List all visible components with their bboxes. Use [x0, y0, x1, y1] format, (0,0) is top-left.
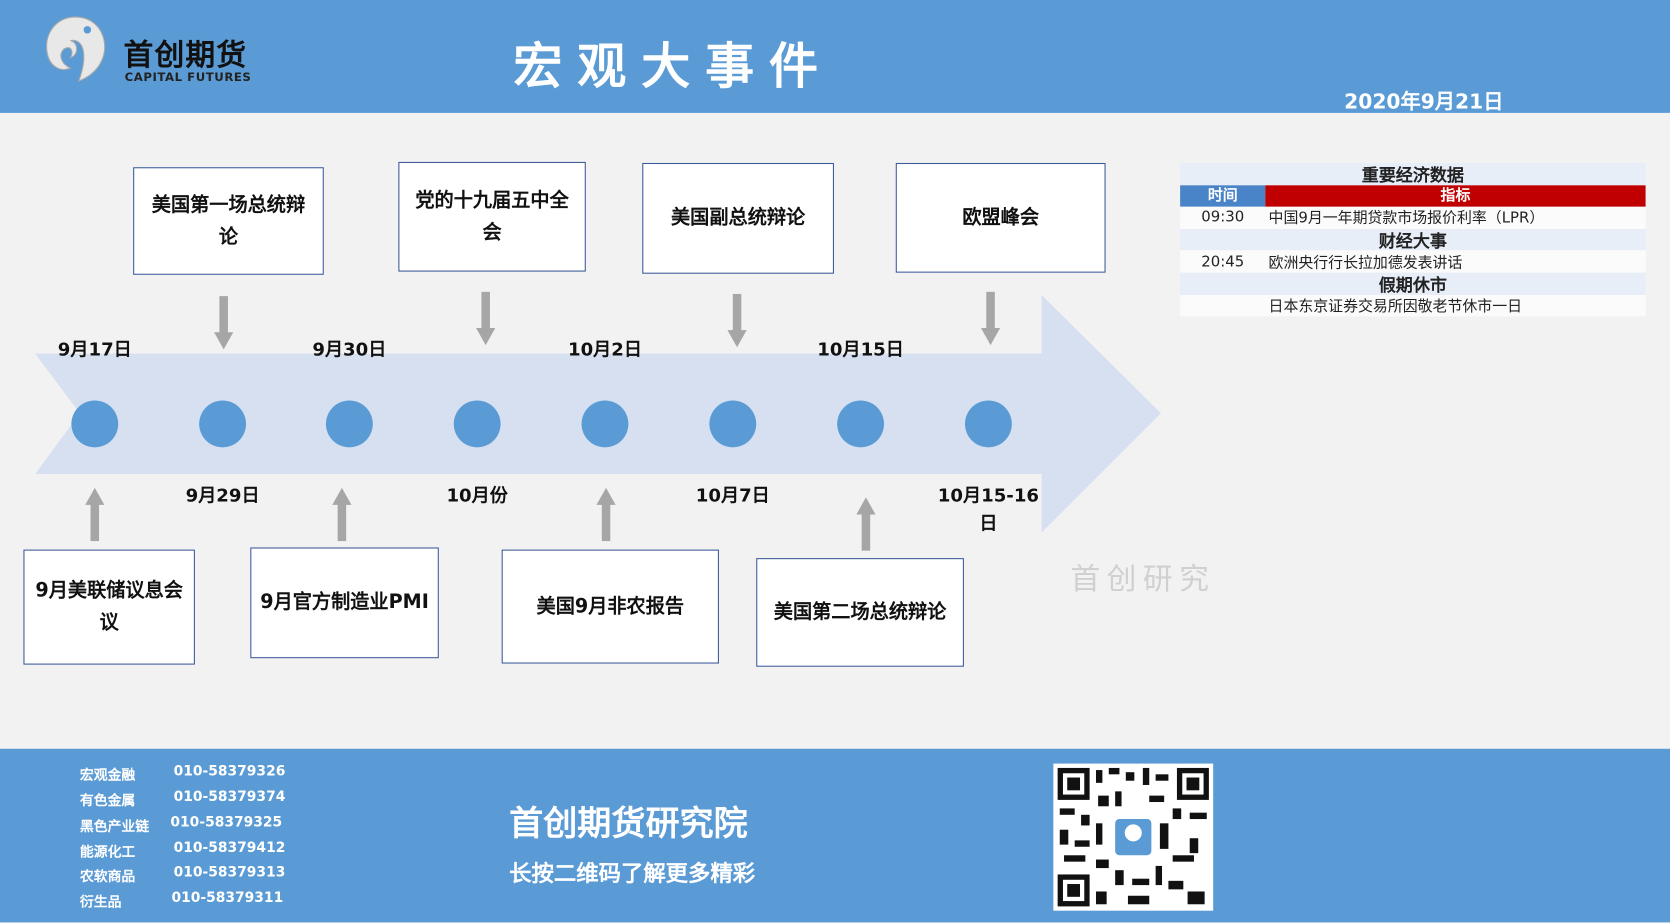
- date-label: 10月2日: [567, 339, 642, 362]
- down-arrow-icon: [980, 291, 1001, 346]
- timeline-node: [325, 400, 373, 448]
- table-row: 20:45 欧洲央行行长拉加德发表讲话: [1180, 250, 1646, 273]
- contact-dept: 黑色产业链: [79, 819, 150, 836]
- watermark: 首创研究: [1070, 561, 1216, 597]
- contact-phone: 010-58379313: [173, 864, 286, 881]
- contact-item: 衍生品 010-58379311: [79, 890, 283, 911]
- date-label: 10月15-16日: [937, 485, 1040, 535]
- contact-dept: 农软商品: [79, 869, 136, 886]
- date-label: 10月7日: [695, 485, 770, 507]
- down-arrow-icon: [727, 293, 747, 348]
- col-time: 时间: [1180, 184, 1266, 207]
- up-arrow-icon: [856, 497, 876, 551]
- row-indicator: 中国9月一年期贷款市场报价利率（LPR）: [1268, 210, 1545, 228]
- timeline-node: [709, 400, 757, 448]
- row-indicator: 日本东京证券交易所因敬老节休市一日: [1268, 298, 1523, 316]
- table-header: 时间 指标: [1180, 184, 1646, 207]
- timeline-node: [837, 400, 885, 448]
- contact-phone: 010-58379311: [171, 890, 284, 907]
- event-box: 9月官方制造业PMI: [250, 547, 439, 659]
- table-title: 重要经济数据: [1180, 162, 1646, 186]
- connector-arrows: [85, 291, 1001, 551]
- contact-item: 能源化工 010-58379412: [79, 840, 285, 861]
- event-box: 美国第一场总统辩论: [133, 167, 324, 275]
- row-time: 09:30: [1201, 209, 1245, 227]
- footer-bar: [0, 748, 1670, 923]
- contact-item: 农软商品 010-58379313: [79, 865, 285, 886]
- timeline-node: [964, 400, 1012, 448]
- event-box: 美国9月非农报告: [501, 549, 719, 664]
- event-box: 欧盟峰会: [895, 162, 1106, 273]
- page-title: 宏观大事件: [513, 37, 833, 95]
- event-box: 美国副总统辩论: [642, 162, 834, 274]
- economic-data-table: 重要经济数据 时间 指标 09:30 中国9月一年期贷款市场报价利率（LPR） …: [1180, 162, 1646, 317]
- up-arrow-icon: [85, 487, 105, 542]
- event-box: 党的十九届五中全会: [398, 161, 586, 272]
- date-label: 10月份: [446, 485, 508, 507]
- table-row: 09:30 中国9月一年期贷款市场报价利率（LPR）: [1180, 206, 1646, 229]
- contact-phone: 010-58379374: [173, 789, 286, 806]
- section-title: 假期休市: [1180, 272, 1646, 295]
- date-label: 9月29日: [185, 485, 260, 507]
- report-date: 2020年9月21日: [1344, 90, 1504, 114]
- timeline-node: [199, 400, 247, 448]
- contact-phone: 010-58379412: [173, 840, 286, 857]
- logo-text-en: CAPITAL FUTURES: [124, 70, 252, 85]
- footer-title: 首创期货研究院: [509, 803, 748, 844]
- footer-subtitle: 长按二维码了解更多精彩: [509, 860, 756, 887]
- timeline-node: [453, 400, 501, 448]
- date-label: 9月17日: [57, 339, 132, 362]
- timeline-node: [71, 400, 119, 448]
- timeline-node: [581, 400, 629, 448]
- logo-icon: [46, 16, 106, 82]
- contact-dept: 有色金属: [79, 793, 136, 810]
- down-arrow-icon: [214, 296, 234, 350]
- date-label: 10月15日: [817, 339, 904, 362]
- row-time: 20:45: [1201, 253, 1245, 271]
- up-arrow-icon: [596, 487, 616, 542]
- up-arrow-icon: [332, 487, 352, 542]
- section-title: 财经大事: [1180, 228, 1646, 251]
- contact-phone: 010-58379325: [170, 814, 283, 831]
- row-indicator: 欧洲央行行长拉加德发表讲话: [1268, 254, 1463, 272]
- contact-dept: 宏观金融: [79, 767, 136, 784]
- qr-code-icon[interactable]: [1053, 763, 1214, 911]
- col-indicator: 指标: [1265, 184, 1646, 207]
- table-row: 日本东京证券交易所因敬老节休市一日: [1180, 294, 1646, 317]
- header-bar: 首创期货 CAPITAL FUTURES 宏观大事件 2020年9月21日: [0, 0, 1670, 114]
- contact-dept: 衍生品: [79, 894, 122, 911]
- down-arrow-icon: [476, 291, 496, 346]
- date-label: 9月30日: [312, 339, 387, 362]
- contact-item: 宏观金融 010-58379326: [79, 764, 285, 784]
- contact-phone: 010-58379326: [173, 763, 286, 780]
- contact-dept: 能源化工: [79, 844, 136, 861]
- contact-item: 黑色产业链 010-58379325: [79, 815, 282, 836]
- event-box: 美国第二场总统辩论: [756, 558, 964, 667]
- contact-item: 有色金属 010-58379374: [79, 789, 285, 810]
- event-box: 9月美联储议息会议: [23, 549, 195, 665]
- logo-text-cn: 首创期货: [123, 37, 248, 73]
